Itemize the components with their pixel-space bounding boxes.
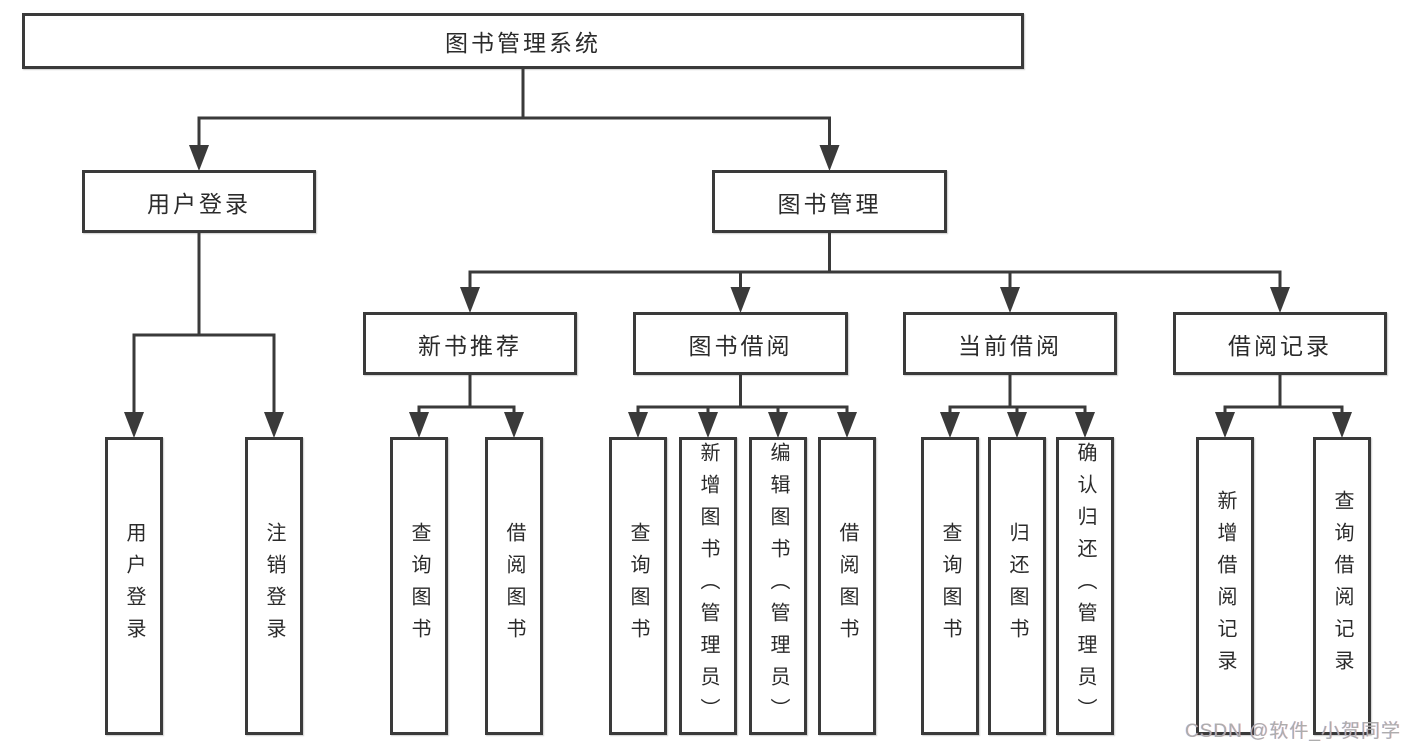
node-cb-confirm-return: 确认归还（管理员） [1056,437,1114,735]
node-bb-add-books: 新增图书（管理员） [679,437,737,735]
arrowhead-bb-add-books [698,412,718,438]
arrowhead-logout-action [264,412,284,438]
node-cb-return-books: 归还图书 [988,437,1046,735]
node-nbr-borrow-books: 借阅图书 [485,437,543,735]
node-br-add-record: 新增借阅记录 [1196,437,1254,735]
node-root: 图书管理系统 [22,13,1024,69]
node-book-borrow: 图书借阅 [633,312,848,375]
arrowhead-bb-query-books [628,412,648,438]
arrowhead-borrow-records [1270,287,1290,313]
arrowhead-bb-edit-books [768,412,788,438]
arrowhead-nbr-query-books [409,412,429,438]
arrowhead-user-login-action [124,412,144,438]
watermark: CSDN @软件_小贺同学 [1185,721,1401,742]
node-bb-edit-books: 编辑图书（管理员） [749,437,807,735]
node-user-login: 用户登录 [82,170,316,233]
arrowhead-book-borrow [730,287,751,313]
arrowhead-user-login [189,145,209,171]
node-logout-action: 注销登录 [245,437,303,735]
node-bb-query-books: 查询图书 [609,437,667,735]
node-bb-borrow-books: 借阅图书 [818,437,876,735]
arrowhead-new-book-recommend [460,287,480,313]
node-borrow-records: 借阅记录 [1173,312,1387,375]
arrowhead-cb-confirm-return [1075,412,1095,438]
arrowhead-book-management [819,145,840,171]
arrowhead-br-add-record [1215,412,1235,438]
node-book-management: 图书管理 [712,170,947,233]
node-cb-query-books: 查询图书 [921,437,979,735]
node-user-login-action: 用户登录 [105,437,163,735]
arrowhead-nbr-borrow-books [504,412,524,438]
node-br-query-record: 查询借阅记录 [1313,437,1371,735]
arrowhead-br-query-record [1332,412,1352,438]
node-current-borrow: 当前借阅 [903,312,1117,375]
arrowhead-cb-return-books [1007,412,1027,438]
arrowhead-cb-query-books [940,412,960,438]
node-nbr-query-books: 查询图书 [390,437,448,735]
arrowhead-bb-borrow-books [837,412,857,438]
node-new-book-recommend: 新书推荐 [363,312,577,375]
arrowhead-current-borrow [1000,287,1020,313]
